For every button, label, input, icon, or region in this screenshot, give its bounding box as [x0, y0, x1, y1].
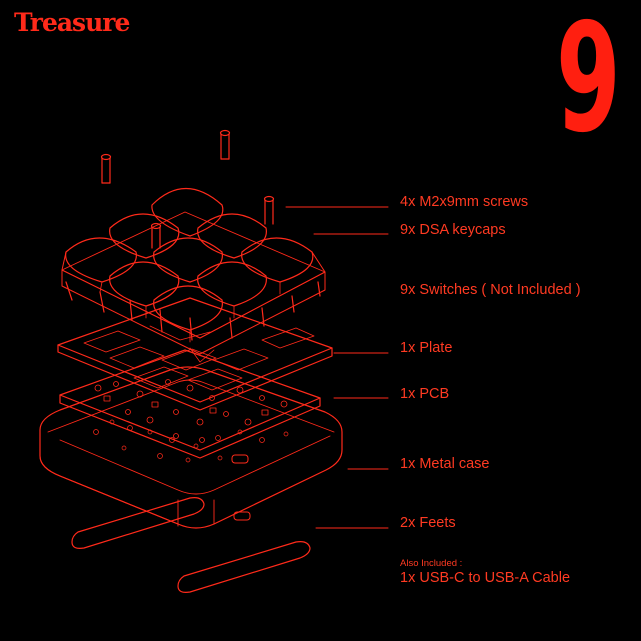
- plate-layer: [57, 297, 333, 411]
- label-keycaps: 9x DSA keycaps: [400, 222, 506, 238]
- also-included-heading: Also Included :: [400, 558, 463, 569]
- pcb-layer: [59, 349, 321, 459]
- label-switches: 9x Switches ( Not Included ): [400, 282, 581, 298]
- label-pcb: 1x PCB: [400, 386, 450, 402]
- screw-icon: [100, 129, 275, 249]
- label-screws: 4x M2x9mm screws: [400, 194, 529, 210]
- model-number: 9: [556, 0, 621, 166]
- label-plate: 1x Plate: [400, 340, 453, 356]
- leader-lines: [285, 206, 389, 529]
- keycaps-layer: [61, 187, 326, 343]
- metal-case: [39, 366, 343, 529]
- also-included-item: 1x USB-C to USB-A Cable: [400, 570, 571, 586]
- label-case: 1x Metal case: [400, 456, 490, 472]
- feet: [71, 497, 311, 593]
- label-feet: 2x Feets: [400, 515, 456, 531]
- brand-logo: Treasure: [14, 8, 130, 37]
